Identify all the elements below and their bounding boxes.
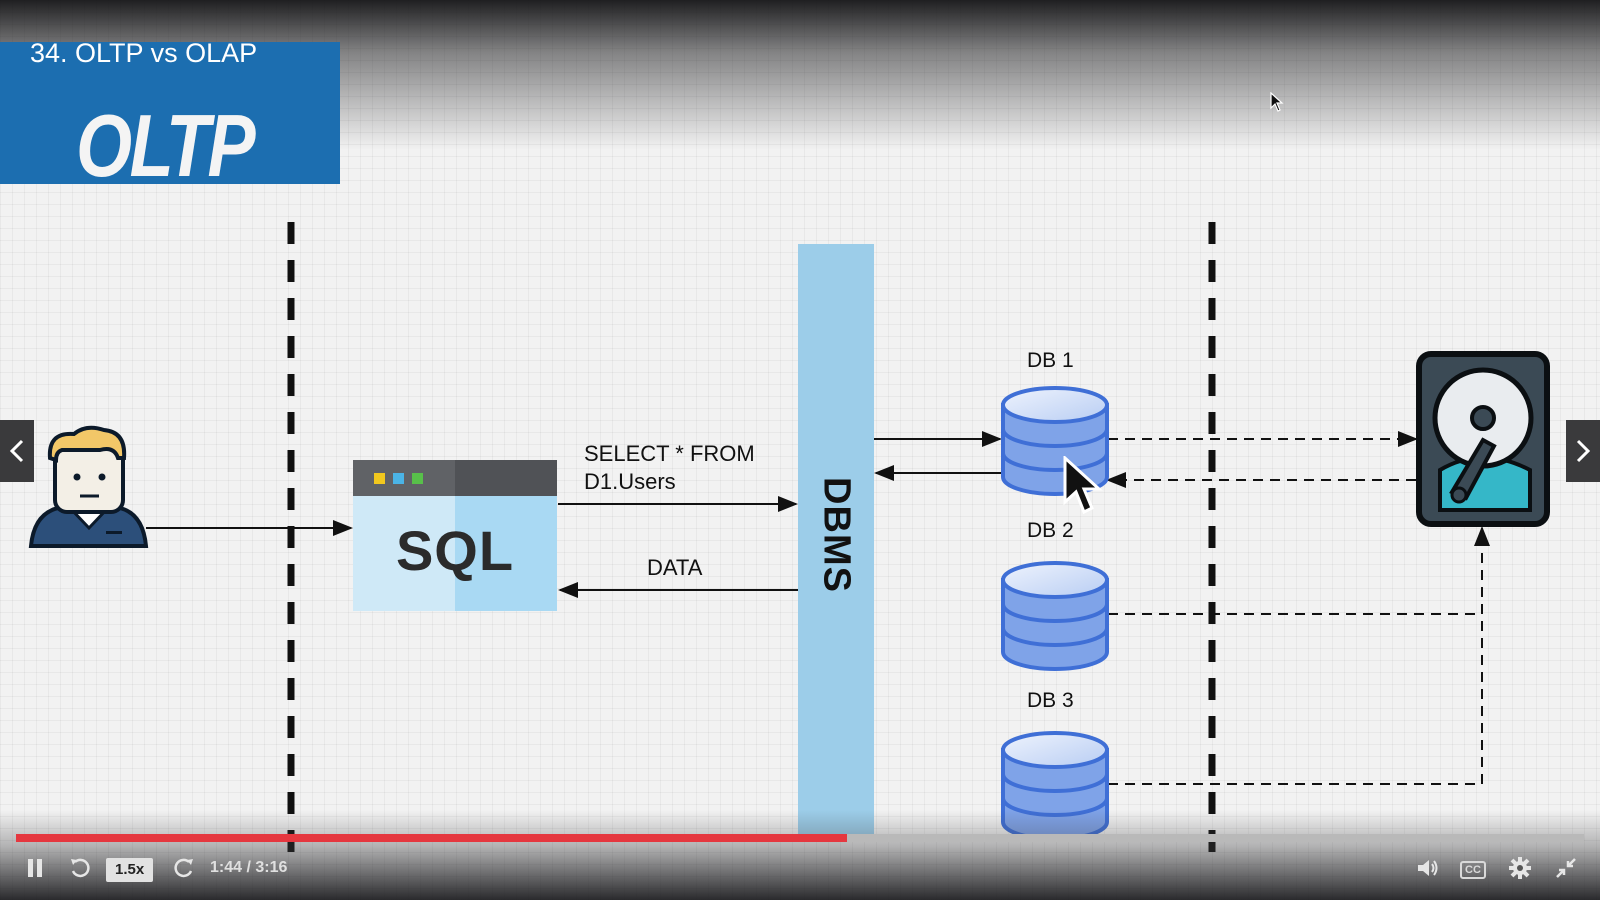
sql-window-titlebar: [353, 460, 557, 496]
forward-icon: [174, 858, 193, 878]
volume-icon: [1418, 860, 1438, 876]
captions-button[interactable]: CC: [1460, 861, 1486, 879]
settings-button[interactable]: [1506, 852, 1534, 884]
hard-drive-icon: [1416, 351, 1550, 527]
window-dot-green: [412, 473, 423, 484]
user-avatar-icon: [28, 425, 149, 548]
mouse-cursor-icon: [1063, 456, 1103, 515]
db1-label: DB 1: [1027, 349, 1074, 372]
chevron-left-icon: [9, 439, 24, 463]
playback-speed-button[interactable]: 1.5x: [106, 858, 154, 882]
title-card: OLTP: [0, 42, 340, 190]
forward-button[interactable]: [170, 852, 198, 884]
window-dot-yellow: [374, 473, 385, 484]
exit-fullscreen-icon: [1556, 858, 1576, 878]
dbms-label: DBMS: [815, 477, 858, 593]
lecture-title: 34. OLTP vs OLAP: [30, 38, 258, 68]
progress-bar[interactable]: [16, 834, 1584, 842]
progress-fill: [16, 834, 848, 842]
sql-window-titlebar-left: [353, 460, 455, 496]
pause-icon: [28, 859, 42, 877]
rewind-button[interactable]: [66, 852, 94, 884]
title-card-logo: OLTP: [76, 96, 256, 195]
volume-button[interactable]: [1414, 852, 1442, 884]
db2-label: DB 2: [1027, 519, 1074, 542]
window-dot-blue: [393, 473, 404, 484]
chevron-right-icon: [1576, 439, 1591, 463]
gear-icon: [1509, 857, 1531, 879]
duration: 3:16: [255, 859, 288, 876]
query-line-1: SELECT * FROM: [584, 441, 755, 466]
sql-label: SQL: [395, 519, 515, 582]
database-icon-db2: [1001, 561, 1109, 671]
exit-fullscreen-button[interactable]: [1552, 852, 1580, 884]
current-time: 1:44: [210, 859, 243, 876]
query-text: SELECT * FROM D1.Users: [584, 440, 755, 496]
pause-button[interactable]: [22, 852, 48, 884]
pointer-cursor-icon: [1270, 92, 1284, 112]
time-separator: /: [242, 859, 256, 876]
previous-lecture-button[interactable]: [0, 420, 34, 482]
sql-query-window: SQL: [353, 460, 557, 611]
time-display: 1:44 / 3:16: [210, 852, 287, 884]
bottom-overlay-gradient: [0, 810, 1600, 900]
query-line-2: D1.Users: [584, 469, 676, 494]
rewind-icon: [71, 858, 90, 878]
db3-label: DB 3: [1027, 689, 1074, 712]
next-lecture-button[interactable]: [1566, 420, 1600, 482]
dbms-bar: [798, 244, 874, 840]
data-label: DATA: [647, 555, 703, 580]
player-controls: 1.5x 1:44 / 3:16 CC: [0, 852, 1600, 892]
